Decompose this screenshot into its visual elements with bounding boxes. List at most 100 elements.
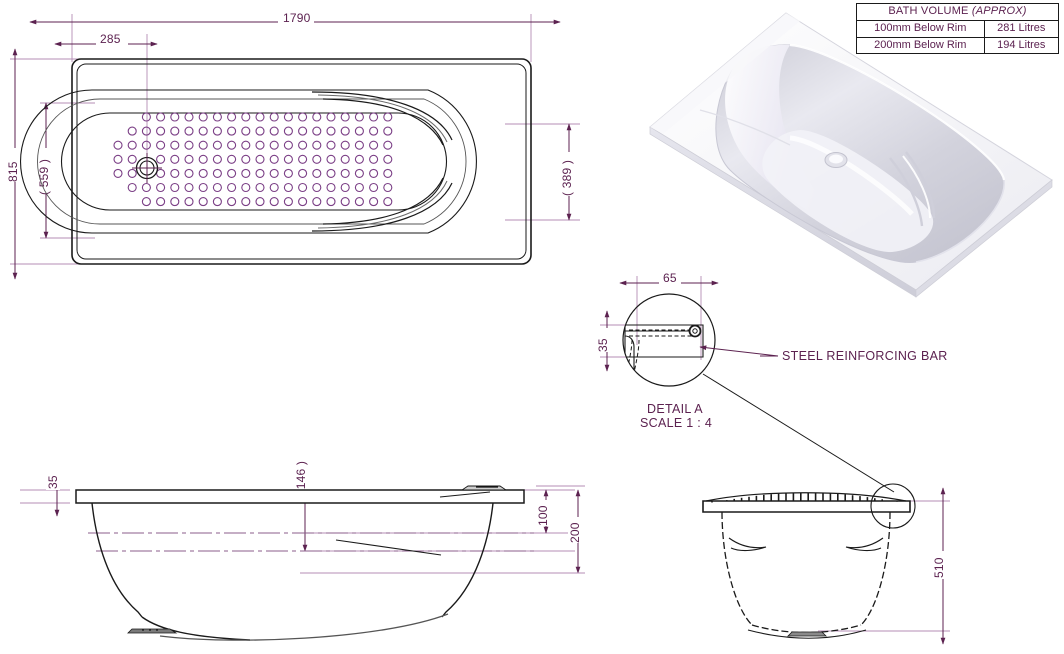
slip-dot	[312, 112, 322, 122]
slip-dot	[241, 154, 251, 164]
detail-witness-lines	[600, 276, 702, 360]
slip-dot	[127, 154, 137, 164]
slip-dot	[127, 168, 137, 178]
detail-circle-boundary	[622, 293, 716, 387]
detail-a-view: 65 35	[596, 271, 948, 493]
slip-dot	[312, 182, 322, 193]
detail-section-geometry	[623, 324, 704, 386]
end-drain-detail	[787, 631, 827, 637]
slip-dot	[269, 140, 279, 150]
end-tub-base	[747, 629, 867, 639]
slip-dot	[283, 197, 293, 207]
slip-dot	[156, 126, 166, 136]
end-elevation: 510	[702, 483, 950, 645]
slip-dot	[170, 112, 180, 122]
slip-dot	[141, 112, 151, 122]
slip-dot	[255, 140, 265, 150]
slip-dot	[312, 168, 322, 178]
dim-overall-height: 510	[932, 487, 946, 645]
table-row: 200mm Below Rim 194 Litres	[856, 36, 1060, 55]
dim-label-559: ( 559 )	[37, 159, 51, 195]
slip-dot	[127, 182, 137, 193]
slip-dot	[255, 112, 265, 122]
dim-label-510: 510	[932, 557, 946, 578]
bath-volume-table: BATH VOLUME (APPROX) 100mm Below Rim 281…	[856, 3, 1060, 55]
end-witness-lines	[818, 500, 950, 632]
plan-bowl-outline	[19, 89, 477, 234]
slip-dot	[298, 126, 308, 136]
dim-label-389: ( 389 )	[560, 160, 574, 196]
dim-detail-height: 35	[596, 310, 610, 372]
slip-dot	[298, 182, 308, 193]
slip-dot	[312, 197, 322, 207]
slip-dot	[283, 182, 293, 193]
end-tub-profile	[721, 511, 891, 634]
slip-dot	[298, 140, 308, 150]
dim-rim-thickness: 35	[46, 466, 60, 517]
slip-dot	[340, 197, 350, 207]
slip-dot	[212, 168, 222, 178]
slip-dot	[369, 154, 379, 164]
end-rim-slab	[702, 492, 911, 513]
slip-dot	[184, 140, 194, 150]
slip-dot	[340, 182, 350, 193]
slip-dot	[354, 168, 364, 178]
slip-dot	[269, 154, 279, 164]
slip-dot	[227, 126, 237, 136]
slip-dot	[369, 126, 379, 136]
slip-dot	[283, 168, 293, 178]
slip-dot	[227, 182, 237, 193]
slip-dot	[354, 126, 364, 136]
slip-dot	[369, 197, 379, 207]
slip-dot	[227, 140, 237, 150]
slip-dot	[326, 112, 336, 122]
slip-dot	[241, 126, 251, 136]
table-cell-value: 281 Litres	[983, 19, 1060, 38]
render-groove-highlights	[902, 155, 931, 219]
dim-overall-length: 1790	[29, 11, 561, 25]
dim-label-285: 285	[100, 32, 121, 46]
table-cell-label: 200mm Below Rim	[856, 36, 985, 55]
slip-dot	[141, 197, 151, 207]
water-level-lines	[88, 532, 534, 552]
slip-dot	[113, 154, 123, 164]
plan-base-outline	[61, 112, 447, 211]
dim-label-146: ( 146 )	[294, 461, 308, 497]
dim-inner-width-right: ( 389 )	[560, 123, 574, 221]
slip-dot	[255, 168, 265, 178]
slip-dot	[184, 126, 194, 136]
side-drain-detail	[127, 628, 178, 634]
slip-dot	[212, 182, 222, 193]
plan-armrest-inner-curves	[317, 94, 448, 229]
slip-dot	[241, 197, 251, 207]
dim-inner-width: ( 559 )	[37, 102, 51, 239]
slip-dot	[141, 140, 151, 150]
slip-dot	[283, 112, 293, 122]
slip-dot	[198, 112, 208, 122]
slip-dot	[283, 140, 293, 150]
slip-dot	[269, 126, 279, 136]
slip-dot	[198, 168, 208, 178]
detail-a-reference-leader	[702, 373, 895, 493]
slip-dot	[326, 154, 336, 164]
table-cell-value: 194 Litres	[983, 36, 1060, 55]
plan-drain-icon	[132, 153, 162, 183]
side-tub-base	[159, 613, 449, 641]
slip-dot	[298, 154, 308, 164]
side-rim-slab	[75, 489, 525, 504]
slip-dot	[383, 154, 393, 164]
dim-label-65: 65	[663, 271, 677, 285]
slip-dot	[283, 154, 293, 164]
steel-bar-callout-label: STEEL REINFORCING BAR	[782, 349, 948, 363]
table-header-approx: (APPROX)	[971, 5, 1027, 17]
slip-dot	[184, 154, 194, 164]
dim-label-100: 100	[536, 505, 550, 526]
slip-dot	[227, 197, 237, 207]
dim-water-level-200: 200	[568, 489, 582, 574]
dim-label-200: 200	[568, 522, 582, 543]
slip-dot	[198, 197, 208, 207]
slip-dot	[212, 112, 222, 122]
slip-dot	[227, 168, 237, 178]
dim-drain-offset: 285	[54, 32, 158, 47]
